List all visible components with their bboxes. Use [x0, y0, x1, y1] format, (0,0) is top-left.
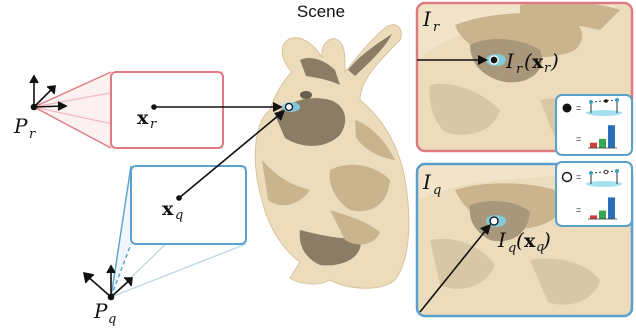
- scene-title: Scene: [297, 2, 345, 21]
- reference-camera-label: P r: [13, 114, 36, 142]
- svg-text:=: =: [576, 134, 581, 144]
- reference-frustum: [33, 71, 224, 149]
- svg-text:=: =: [576, 103, 581, 113]
- hollow-marker-icon: [561, 171, 573, 183]
- svg-text:(: (: [524, 49, 533, 73]
- svg-text:r: r: [544, 61, 551, 76]
- query-image-label: I: [422, 170, 432, 194]
- svg-text:q: q: [108, 312, 116, 327]
- ray-samples-icon: [586, 98, 622, 116]
- svg-text:r: r: [150, 117, 157, 132]
- query-frustum: [110, 165, 247, 298]
- svg-text:r: r: [29, 127, 36, 142]
- svg-text:I: I: [497, 228, 507, 252]
- svg-text:q: q: [175, 208, 183, 223]
- feature-bar: [608, 197, 615, 219]
- query-camera-label: P q: [93, 299, 116, 327]
- svg-text:x: x: [532, 51, 544, 73]
- reference-pixel: x r: [137, 104, 157, 132]
- svg-text:(: (: [516, 228, 525, 252]
- svg-text:P: P: [93, 299, 108, 323]
- feature-histogram-bottom: [588, 197, 617, 220]
- svg-text:x: x: [162, 198, 174, 220]
- query-sample-label: I q ( x q ): [497, 228, 551, 256]
- svg-text:x: x: [137, 107, 149, 129]
- feature-histogram-top: [588, 125, 617, 149]
- svg-text:q: q: [536, 240, 544, 255]
- svg-text:=: =: [576, 205, 581, 215]
- reference-image-plane: [110, 71, 224, 149]
- svg-text:x: x: [524, 230, 536, 252]
- ray-samples-icon: [586, 169, 622, 187]
- svg-text:q: q: [508, 241, 516, 256]
- query-pixel: x q: [162, 195, 183, 223]
- reference-image-label: I: [422, 7, 432, 31]
- feature-bar: [590, 215, 597, 219]
- inset-reference-features: = =: [555, 94, 633, 156]
- reference-camera-axes: [29, 74, 68, 111]
- inset-query-features: = =: [555, 161, 633, 227]
- svg-text:r: r: [433, 20, 440, 35]
- reference-sample-label: I r ( x r ): [505, 49, 559, 77]
- svg-text:q: q: [433, 183, 441, 198]
- svg-text:r: r: [516, 62, 523, 77]
- feature-bar: [599, 138, 606, 148]
- svg-text:=: =: [576, 172, 581, 182]
- reference-ray: [154, 102, 283, 112]
- svg-text:I: I: [505, 49, 515, 73]
- svg-text:): ): [550, 49, 559, 73]
- query-ray: [178, 110, 285, 199]
- svg-text:P: P: [13, 114, 28, 138]
- feature-bar: [599, 210, 606, 219]
- scene-point: [282, 102, 300, 112]
- feature-bar: [590, 142, 597, 148]
- feature-bar: [608, 125, 615, 148]
- bunny-model: [254, 24, 410, 289]
- query-image-plane: [130, 165, 247, 245]
- svg-text:): ): [542, 228, 551, 252]
- filled-marker-icon: [562, 103, 572, 113]
- query-camera-axes: [82, 264, 133, 301]
